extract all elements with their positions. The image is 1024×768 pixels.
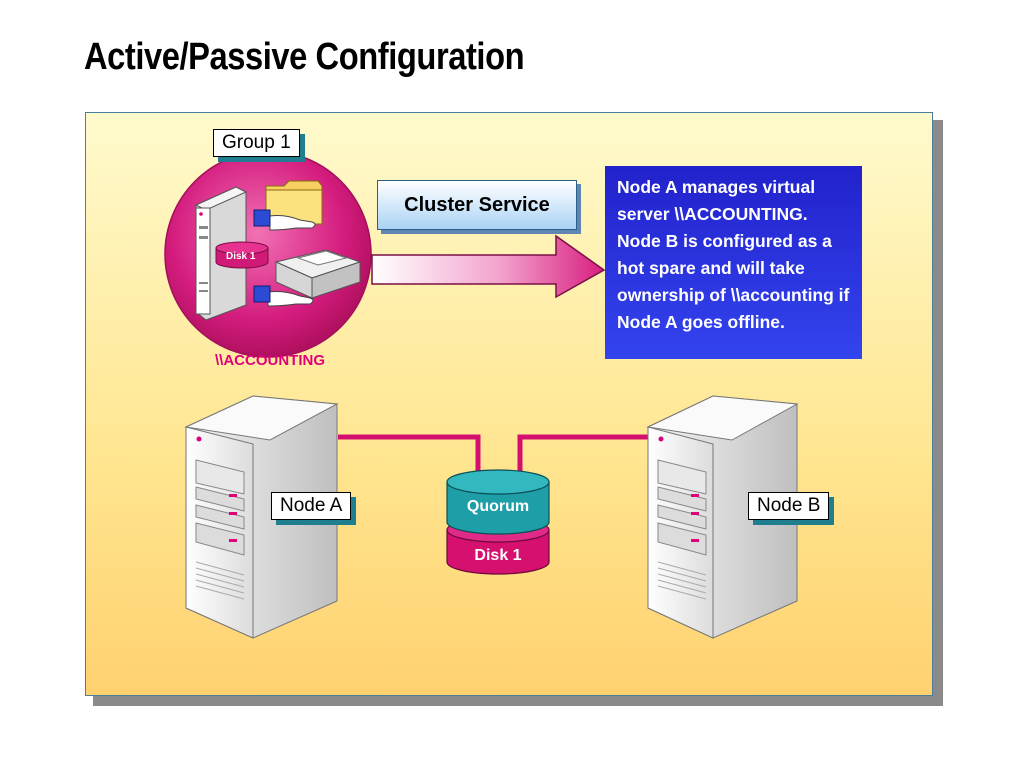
- cluster-service-box: Cluster Service: [377, 180, 577, 230]
- node-b-label: Node B: [748, 492, 830, 520]
- explanation-note: Node A manages virtual server \\ACCOUNTI…: [605, 166, 862, 359]
- printer-hand-icon: [253, 285, 314, 307]
- failover-arrow: [371, 234, 606, 299]
- group-disk-label: Disk 1: [226, 251, 256, 262]
- quorum-disk-icon: [446, 469, 550, 575]
- group-disk-icon: [215, 241, 269, 269]
- node-a-label: Node A: [271, 492, 352, 520]
- node-a-server-icon: [184, 395, 339, 639]
- virtual-server-name: \\ACCOUNTING: [215, 352, 325, 369]
- quorum-label: Quorum: [466, 498, 530, 515]
- group-label: Group 1: [213, 129, 300, 157]
- cluster-links: [338, 434, 650, 478]
- disk-label: Disk 1: [474, 547, 522, 564]
- slide-title: Active/Passive Configuration: [84, 36, 525, 78]
- share-hand-icon: [253, 209, 316, 231]
- node-b-server-icon: [646, 395, 799, 639]
- printer-icon: [274, 249, 362, 299]
